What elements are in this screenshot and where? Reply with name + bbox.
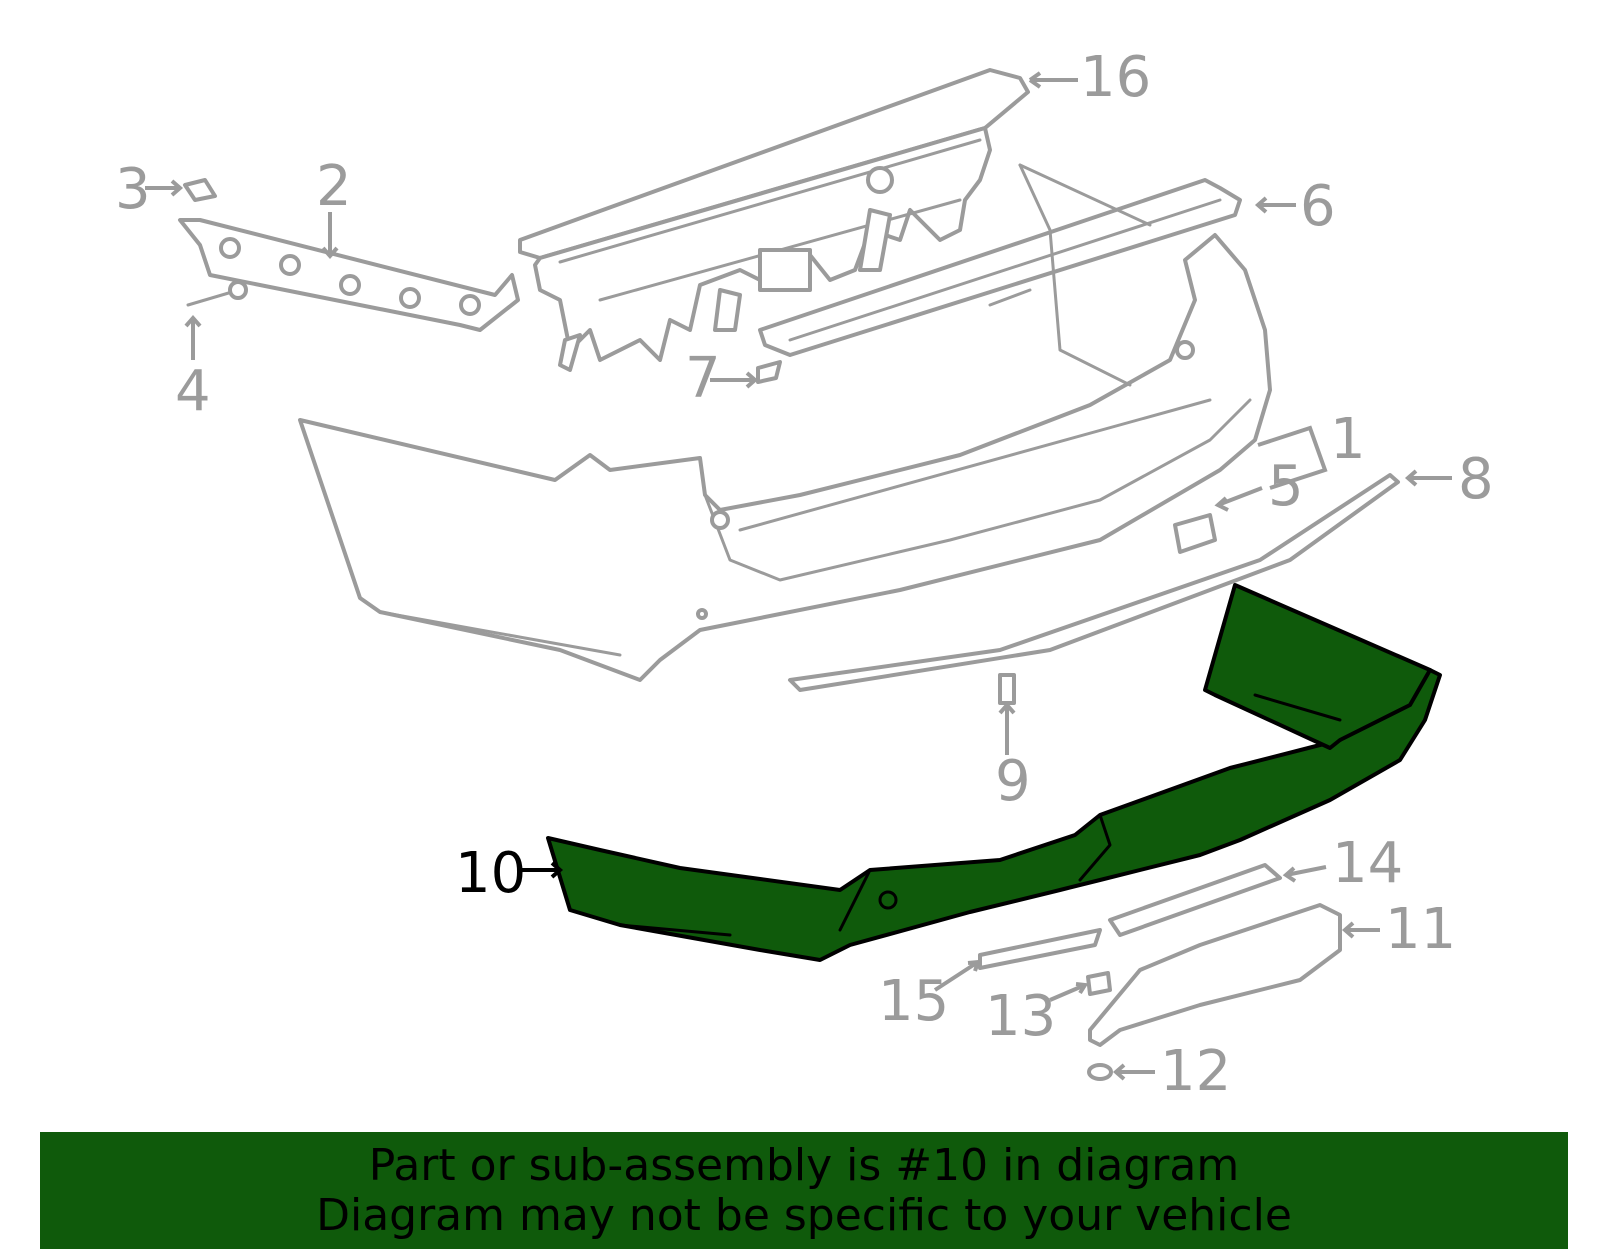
part-9-clip (998, 673, 1016, 705)
callout-16: 16 (1080, 45, 1151, 110)
callout-15: 15 (878, 969, 949, 1034)
part-14-strip (1108, 863, 1282, 937)
part-11-bezel (1088, 903, 1342, 1047)
banner-line-1: Part or sub-assembly is #10 in diagram (368, 1139, 1240, 1191)
callout-2: 2 (316, 154, 352, 219)
part-3-clip (183, 178, 217, 202)
callout-11: 11 (1385, 897, 1456, 962)
part-10-lower-fascia (546, 583, 1442, 962)
part-8-molding (788, 473, 1400, 692)
part-10-body (546, 668, 1442, 962)
part-1-bumper-fascia (298, 163, 1272, 682)
part-5-plate (1173, 513, 1217, 554)
part-16-reinforcement-bar (518, 68, 1030, 372)
callout-14: 14 (1332, 831, 1403, 896)
part-2-bracket (178, 218, 520, 332)
callouts: 16 3 2 4 6 7 1 5 8 9 10 14 11 15 13 12 (115, 45, 1494, 1104)
callout-3: 3 (115, 157, 151, 222)
part-10-side-flange (1203, 583, 1432, 750)
callout-9: 9 (995, 749, 1031, 814)
info-banner: Part or sub-assembly is #10 in diagram D… (40, 1132, 1568, 1249)
part-4-bolt (186, 280, 248, 307)
callout-13: 13 (985, 984, 1056, 1049)
callout-8: 8 (1458, 447, 1494, 512)
callout-10: 10 (455, 841, 526, 906)
part-12-grommet (1087, 1063, 1113, 1081)
callout-6: 6 (1300, 174, 1336, 239)
part-15-trim (978, 928, 1102, 970)
callout-12: 12 (1160, 1039, 1231, 1104)
part-13-clip (1086, 971, 1112, 996)
callout-4: 4 (175, 359, 211, 424)
part-10-hole (878, 890, 898, 910)
banner-line-2: Diagram may not be specific to your vehi… (316, 1189, 1292, 1241)
part-7-clip (756, 360, 782, 384)
callout-1: 1 (1330, 407, 1366, 472)
callout-5: 5 (1268, 454, 1304, 519)
